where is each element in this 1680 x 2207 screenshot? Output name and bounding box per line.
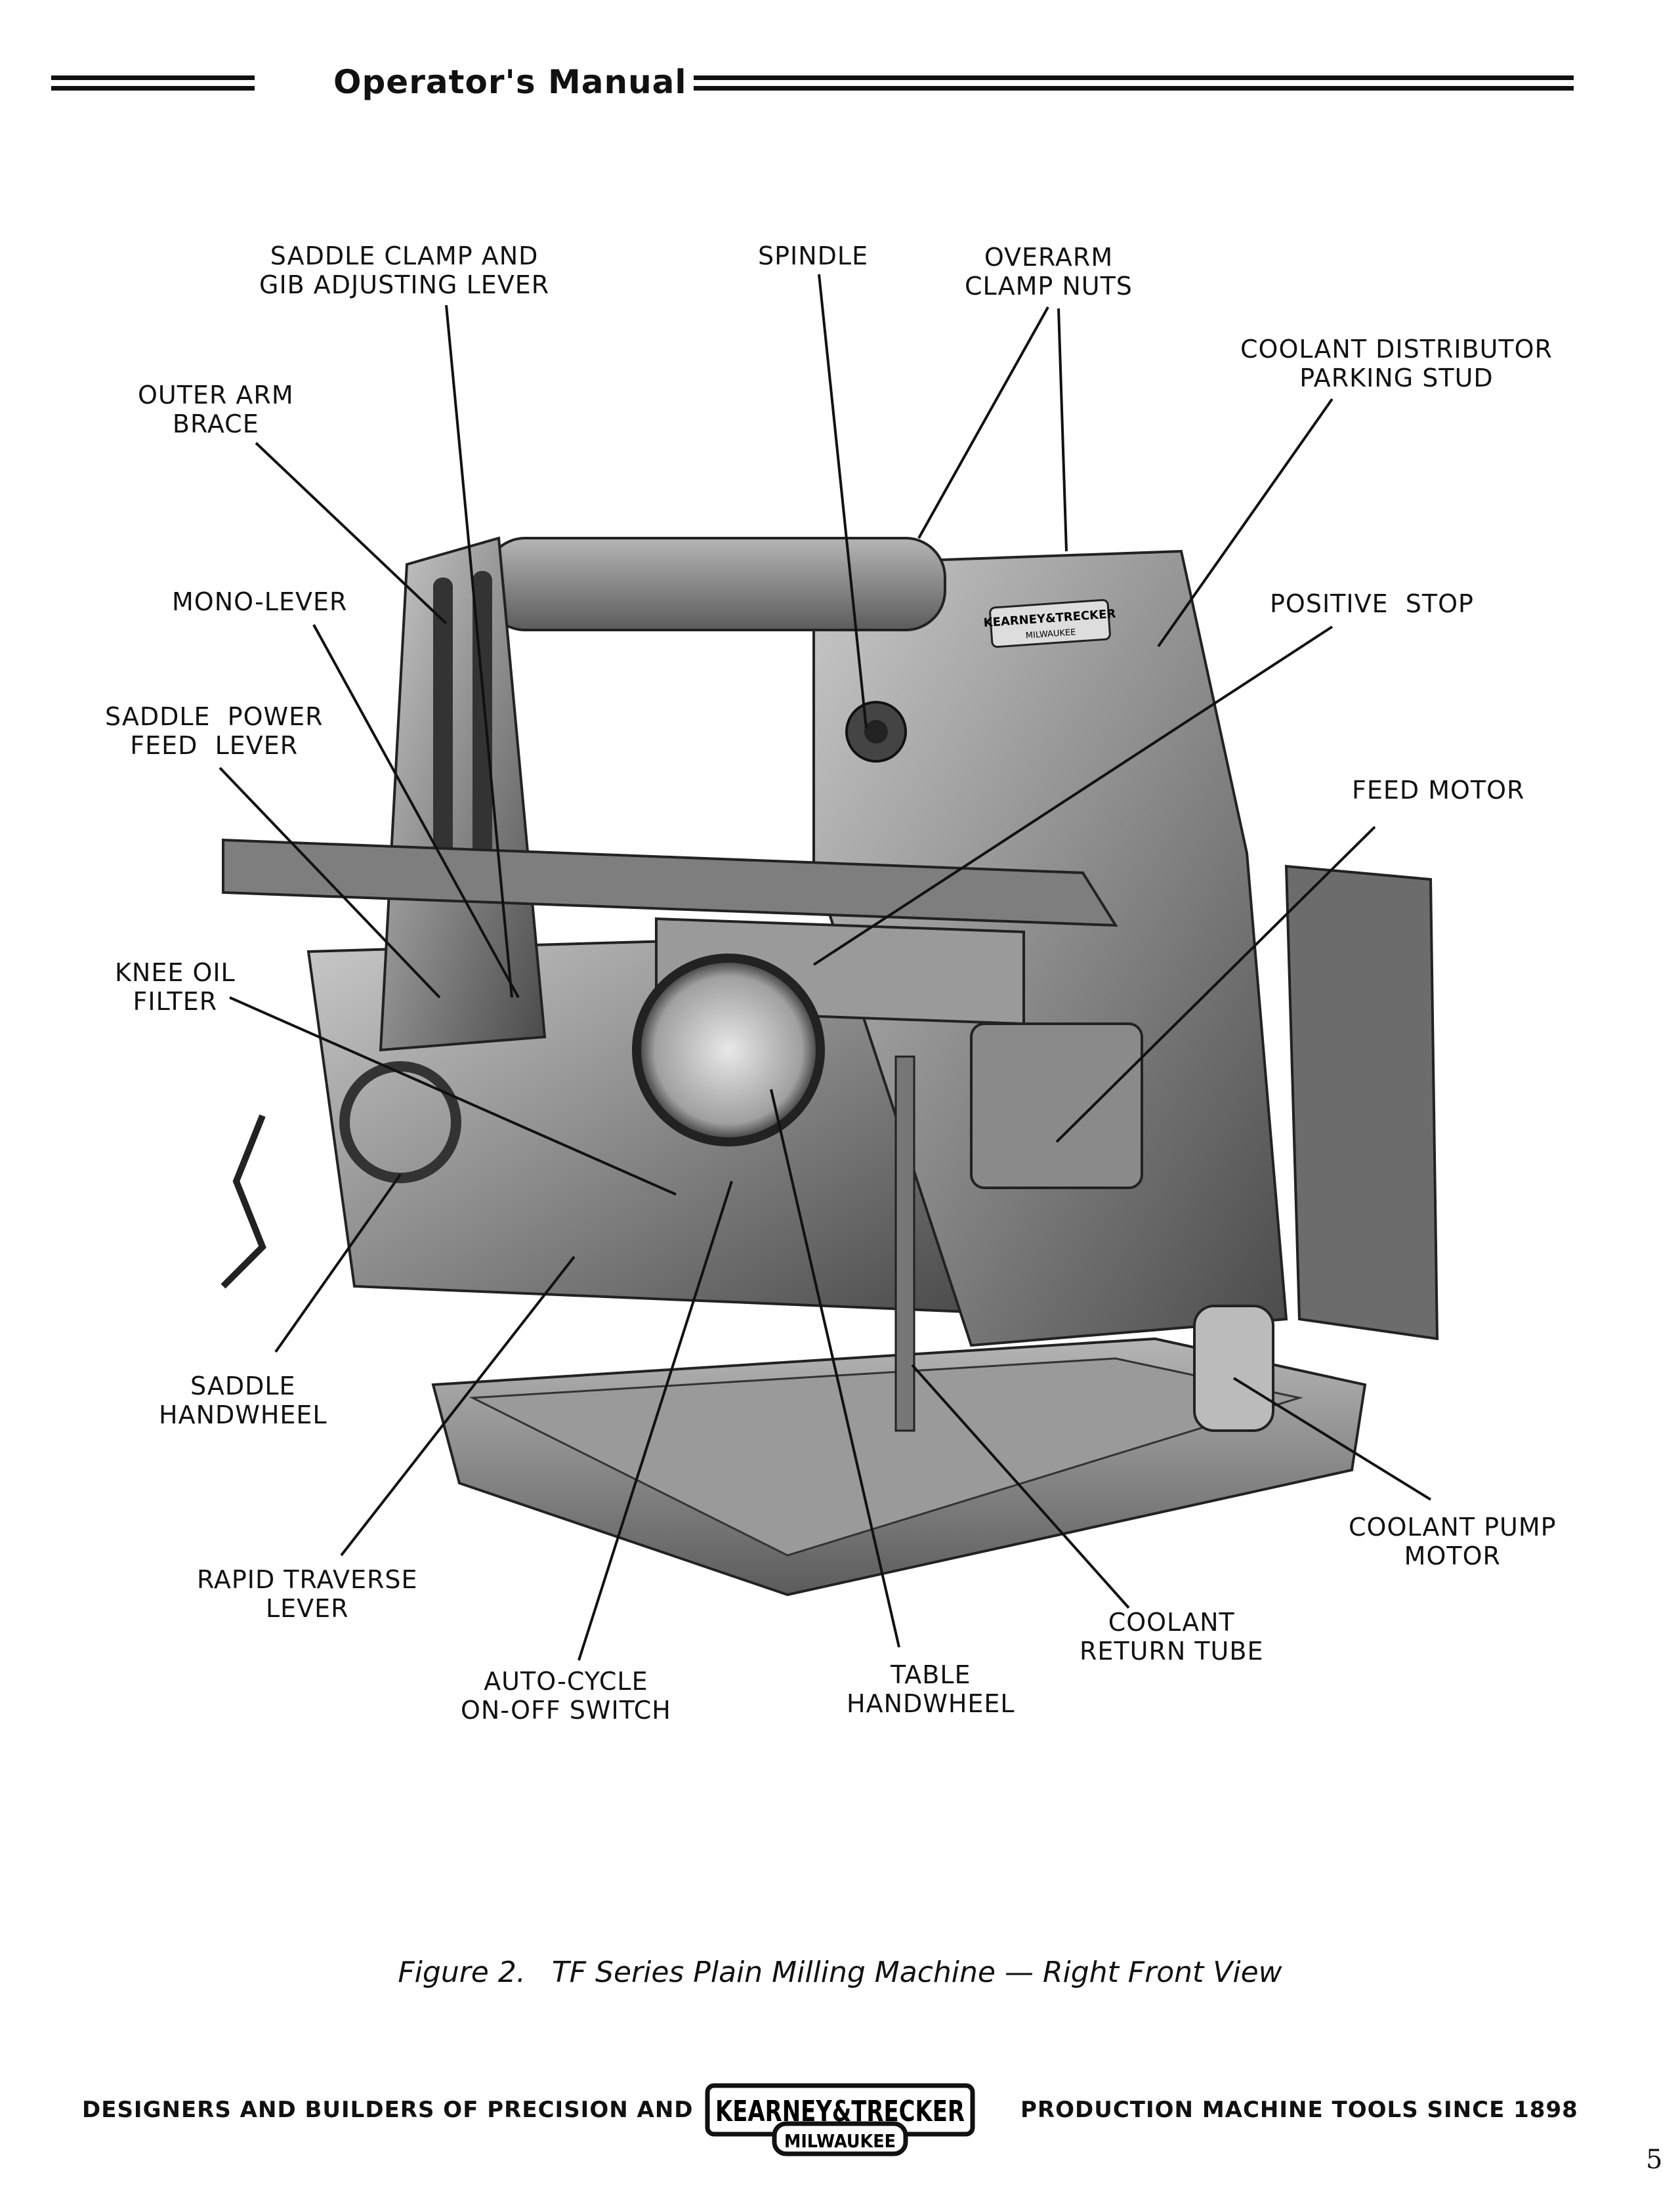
leader-outer-arm-brace: [255, 442, 448, 625]
overarm: [484, 537, 946, 631]
leader-coolant-distributor: [1157, 398, 1334, 648]
svg-text:KEARNEY&TRECKER: KEARNEY&TRECKER: [715, 2095, 965, 2128]
leader-mono-lever: [312, 624, 520, 998]
page-header: Operator's Manual: [51, 62, 1574, 102]
label-saddle-clamp: SADDLE CLAMP AND GIB ADJUSTING LEVER: [259, 242, 550, 299]
leader-coolant-pump: [1232, 1377, 1432, 1501]
label-mono-lever: MONO-LEVER: [172, 587, 348, 616]
label-coolant-distributor: COOLANT DISTRIBUTOR PARKING STUD: [1240, 335, 1553, 392]
column-door: [1284, 864, 1439, 1341]
table-handwheel: [632, 954, 825, 1146]
label-table-handwheel: TABLE HANDWHEEL: [847, 1660, 1015, 1718]
kearney-trecker-logo: KEARNEY&TRECKER MILWAUKEE: [705, 2083, 975, 2156]
leader-knee-oil-filter: [229, 996, 677, 1196]
label-feed-motor: FEED MOTOR: [1352, 776, 1525, 805]
leader-rapid-traverse: [340, 1255, 576, 1557]
feed-motor: [970, 1022, 1143, 1189]
label-knee-oil-filter: KNEE OIL FILTER: [115, 958, 236, 1016]
leader-table-handwheel: [770, 1089, 900, 1648]
label-saddle-handwheel: SADDLE HANDWHEEL: [159, 1372, 327, 1429]
leader-coolant-return: [911, 1364, 1130, 1609]
leader-spindle: [818, 274, 868, 729]
leader-lines: [219, 274, 1432, 1661]
figure-caption: Figure 2. TF Series Plain Milling Machine…: [0, 1956, 1680, 1989]
header-rule: [642, 75, 1574, 80]
header-rule: [51, 75, 255, 80]
label-coolant-pump-motor: COOLANT PUMP MOTOR: [1349, 1513, 1557, 1570]
label-outer-arm-brace: OUTER ARM BRACE: [138, 381, 294, 438]
label-auto-cycle: AUTO-CYCLE ON-OFF SWITCH: [461, 1667, 671, 1725]
leader-saddle-clamp: [445, 305, 513, 998]
footer-left-text: DESIGNERS AND BUILDERS OF PRECISION AND: [82, 2097, 694, 2123]
leader-overarm-nuts-a: [917, 306, 1049, 539]
figure-title: TF Series Plain Milling Machine — Right …: [551, 1956, 1282, 1989]
leader-overarm-nuts-b: [1057, 308, 1068, 552]
header-rule: [51, 86, 255, 91]
header-title: Operator's Manual: [327, 64, 694, 100]
machine-drawing: KEARNEY&TRECKER MILWAUKEE: [220, 536, 1439, 1597]
footer-right-text: PRODUCTION MACHINE TOOLS SINCE 1898: [1020, 2097, 1578, 2123]
leader-auto-cycle: [578, 1181, 733, 1661]
saddle-handwheel: [339, 1061, 461, 1183]
label-saddle-power-feed: SADDLE POWER FEED LEVER: [105, 702, 324, 760]
label-coolant-return: COOLANT RETURN TUBE: [1080, 1608, 1264, 1666]
header-rule: [642, 86, 1574, 91]
figure-number: Figure 2.: [398, 1956, 526, 1989]
label-rapid-traverse: RAPID TRAVERSE LEVER: [197, 1565, 418, 1623]
leader-positive-stop: [812, 625, 1334, 966]
svg-text:MILWAUKEE: MILWAUKEE: [1025, 627, 1076, 641]
coolant-return-tube: [894, 1055, 915, 1432]
label-positive-stop: POSITIVE STOP: [1270, 589, 1474, 618]
machine-nameplate: KEARNEY&TRECKER MILWAUKEE: [983, 599, 1116, 648]
leader-saddle-power-feed: [219, 767, 441, 999]
leader-feed-motor: [1055, 826, 1376, 1143]
leader-saddle-handwheel: [274, 1173, 402, 1353]
label-spindle: SPINDLE: [758, 242, 869, 270]
page-number: 5: [1646, 2145, 1663, 2175]
svg-text:MILWAUKEE: MILWAUKEE: [784, 2130, 896, 2152]
label-overarm-clamp-nuts: OVERARM CLAMP NUTS: [965, 243, 1133, 301]
coolant-pump-motor: [1193, 1305, 1274, 1432]
table: [222, 838, 1118, 927]
